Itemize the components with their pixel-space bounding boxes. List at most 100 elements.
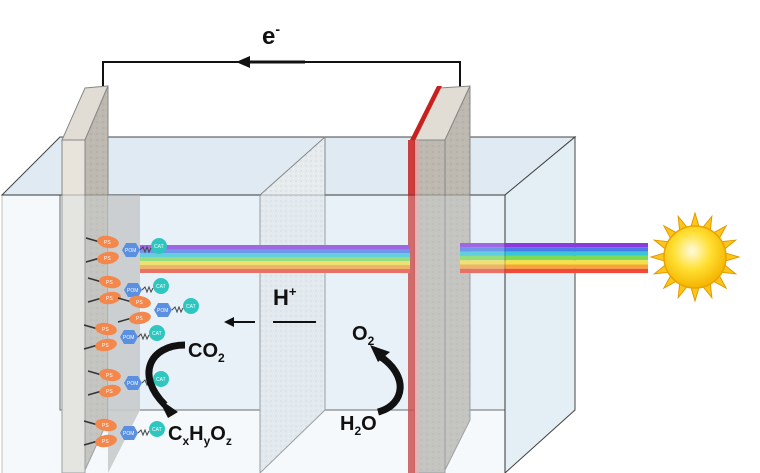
ps-pom-cat-assembly: PS PS POM CAT xyxy=(87,275,169,305)
proton-label: H+ xyxy=(273,284,297,310)
ps-pom-cat-assembly: PS PS POM CAT xyxy=(83,418,165,448)
photosensitizer xyxy=(95,322,117,336)
ps-label: PS xyxy=(136,300,143,306)
sun-disc xyxy=(663,225,727,289)
ps-pom-cat-assembly: PS PS POM CAT xyxy=(117,295,199,325)
ps-label: PS xyxy=(106,280,113,286)
photosensitizer xyxy=(99,275,121,289)
h2o-label: H2O xyxy=(340,413,377,438)
photosensitizer xyxy=(95,434,117,448)
container-front-face xyxy=(1,194,506,473)
membrane xyxy=(259,135,326,473)
ps-label: PS xyxy=(102,327,109,333)
electron-label: e- xyxy=(262,21,280,50)
ps-label: PS xyxy=(106,373,113,379)
light-band xyxy=(460,251,648,256)
linker xyxy=(141,285,154,294)
ps-label: PS xyxy=(106,389,113,395)
ps-pom-cat-assembly: PS PS POM CAT xyxy=(85,235,167,265)
water-oxidation-arrow xyxy=(376,352,404,416)
light-band xyxy=(140,265,410,269)
pom-label: POM xyxy=(123,431,134,437)
sun-ray xyxy=(690,286,700,303)
light-band xyxy=(140,257,410,261)
light-band xyxy=(460,264,648,269)
light-band xyxy=(460,247,648,252)
electron-arrowhead xyxy=(236,56,250,68)
co2-reduction-arrow xyxy=(145,341,186,408)
cat-label: CAT xyxy=(186,304,196,310)
linker xyxy=(137,332,150,341)
pom-label: POM xyxy=(123,335,134,341)
light-band xyxy=(140,249,410,253)
pom-label: POM xyxy=(125,248,136,254)
catalyst xyxy=(153,371,169,387)
pom-label: POM xyxy=(127,381,138,387)
light-band xyxy=(140,261,410,265)
polyoxometalate xyxy=(120,426,138,440)
photosensitizer xyxy=(95,338,117,352)
cat-label: CAT xyxy=(152,331,162,337)
ps-pom-cat-assembly: PS PS POM CAT xyxy=(87,368,169,398)
polyoxometalate xyxy=(122,243,140,257)
cat-label: CAT xyxy=(156,377,166,383)
polyoxometalate xyxy=(154,303,172,317)
ps-label: PS xyxy=(102,423,109,429)
water-oxidation-arrowhead xyxy=(370,345,390,362)
light-band xyxy=(460,260,648,265)
ps-label: PS xyxy=(136,316,143,322)
photosensitizer xyxy=(95,418,117,432)
ps-label: PS xyxy=(104,256,111,262)
co2-label: CO2 xyxy=(188,340,225,365)
light-band xyxy=(140,269,410,273)
catalyst xyxy=(149,325,165,341)
sun-ray xyxy=(649,252,666,262)
ps-label: PS xyxy=(106,296,113,302)
ps-label: PS xyxy=(104,240,111,246)
sun-ray xyxy=(690,211,700,228)
catalyst xyxy=(153,278,169,294)
light-beam-inside xyxy=(140,245,410,273)
linker xyxy=(137,428,150,437)
ps-label: PS xyxy=(102,439,109,445)
light-band xyxy=(140,253,410,257)
photosensitizer xyxy=(129,311,151,325)
photoanode xyxy=(408,85,471,473)
photosensitizer xyxy=(99,384,121,398)
photocathode xyxy=(61,85,140,473)
polyoxometalate xyxy=(124,283,142,297)
co2-reduction-arrowhead xyxy=(158,398,178,418)
light-band xyxy=(460,243,648,248)
photosensitizer xyxy=(99,368,121,382)
photosensitizer xyxy=(129,295,151,309)
cat-label: CAT xyxy=(154,244,164,250)
photosensitizer xyxy=(97,235,119,249)
photosensitizer xyxy=(99,291,121,305)
sun-icon xyxy=(649,211,741,303)
light-band xyxy=(460,255,648,261)
photosensitizer xyxy=(97,251,119,265)
linker xyxy=(139,245,152,254)
o2-label: O2 xyxy=(352,323,375,348)
proton-arrowhead xyxy=(224,317,234,327)
polyoxometalate xyxy=(124,376,142,390)
product-label: CxHyOz xyxy=(168,423,232,448)
light-band xyxy=(460,268,648,274)
ps-label: PS xyxy=(102,343,109,349)
cat-label: CAT xyxy=(152,427,162,433)
pom-label: POM xyxy=(127,288,138,294)
ps-pom-cat-assembly: PS PS POM CAT xyxy=(83,322,165,352)
catalyst xyxy=(149,421,165,437)
light-beam-outside xyxy=(460,243,648,274)
pom-label: POM xyxy=(157,308,168,314)
molecular-catalysts: PS PS POM CAT PS PS POM CAT PS PS POM CAT PS PS POM CAT… xyxy=(83,235,199,448)
external-circuit-wire xyxy=(102,61,461,100)
light-band xyxy=(140,245,410,249)
linker xyxy=(171,305,184,314)
catalyst xyxy=(183,298,199,314)
polyoxometalate xyxy=(120,330,138,344)
cat-label: CAT xyxy=(156,284,166,290)
sun-ray xyxy=(724,252,741,262)
